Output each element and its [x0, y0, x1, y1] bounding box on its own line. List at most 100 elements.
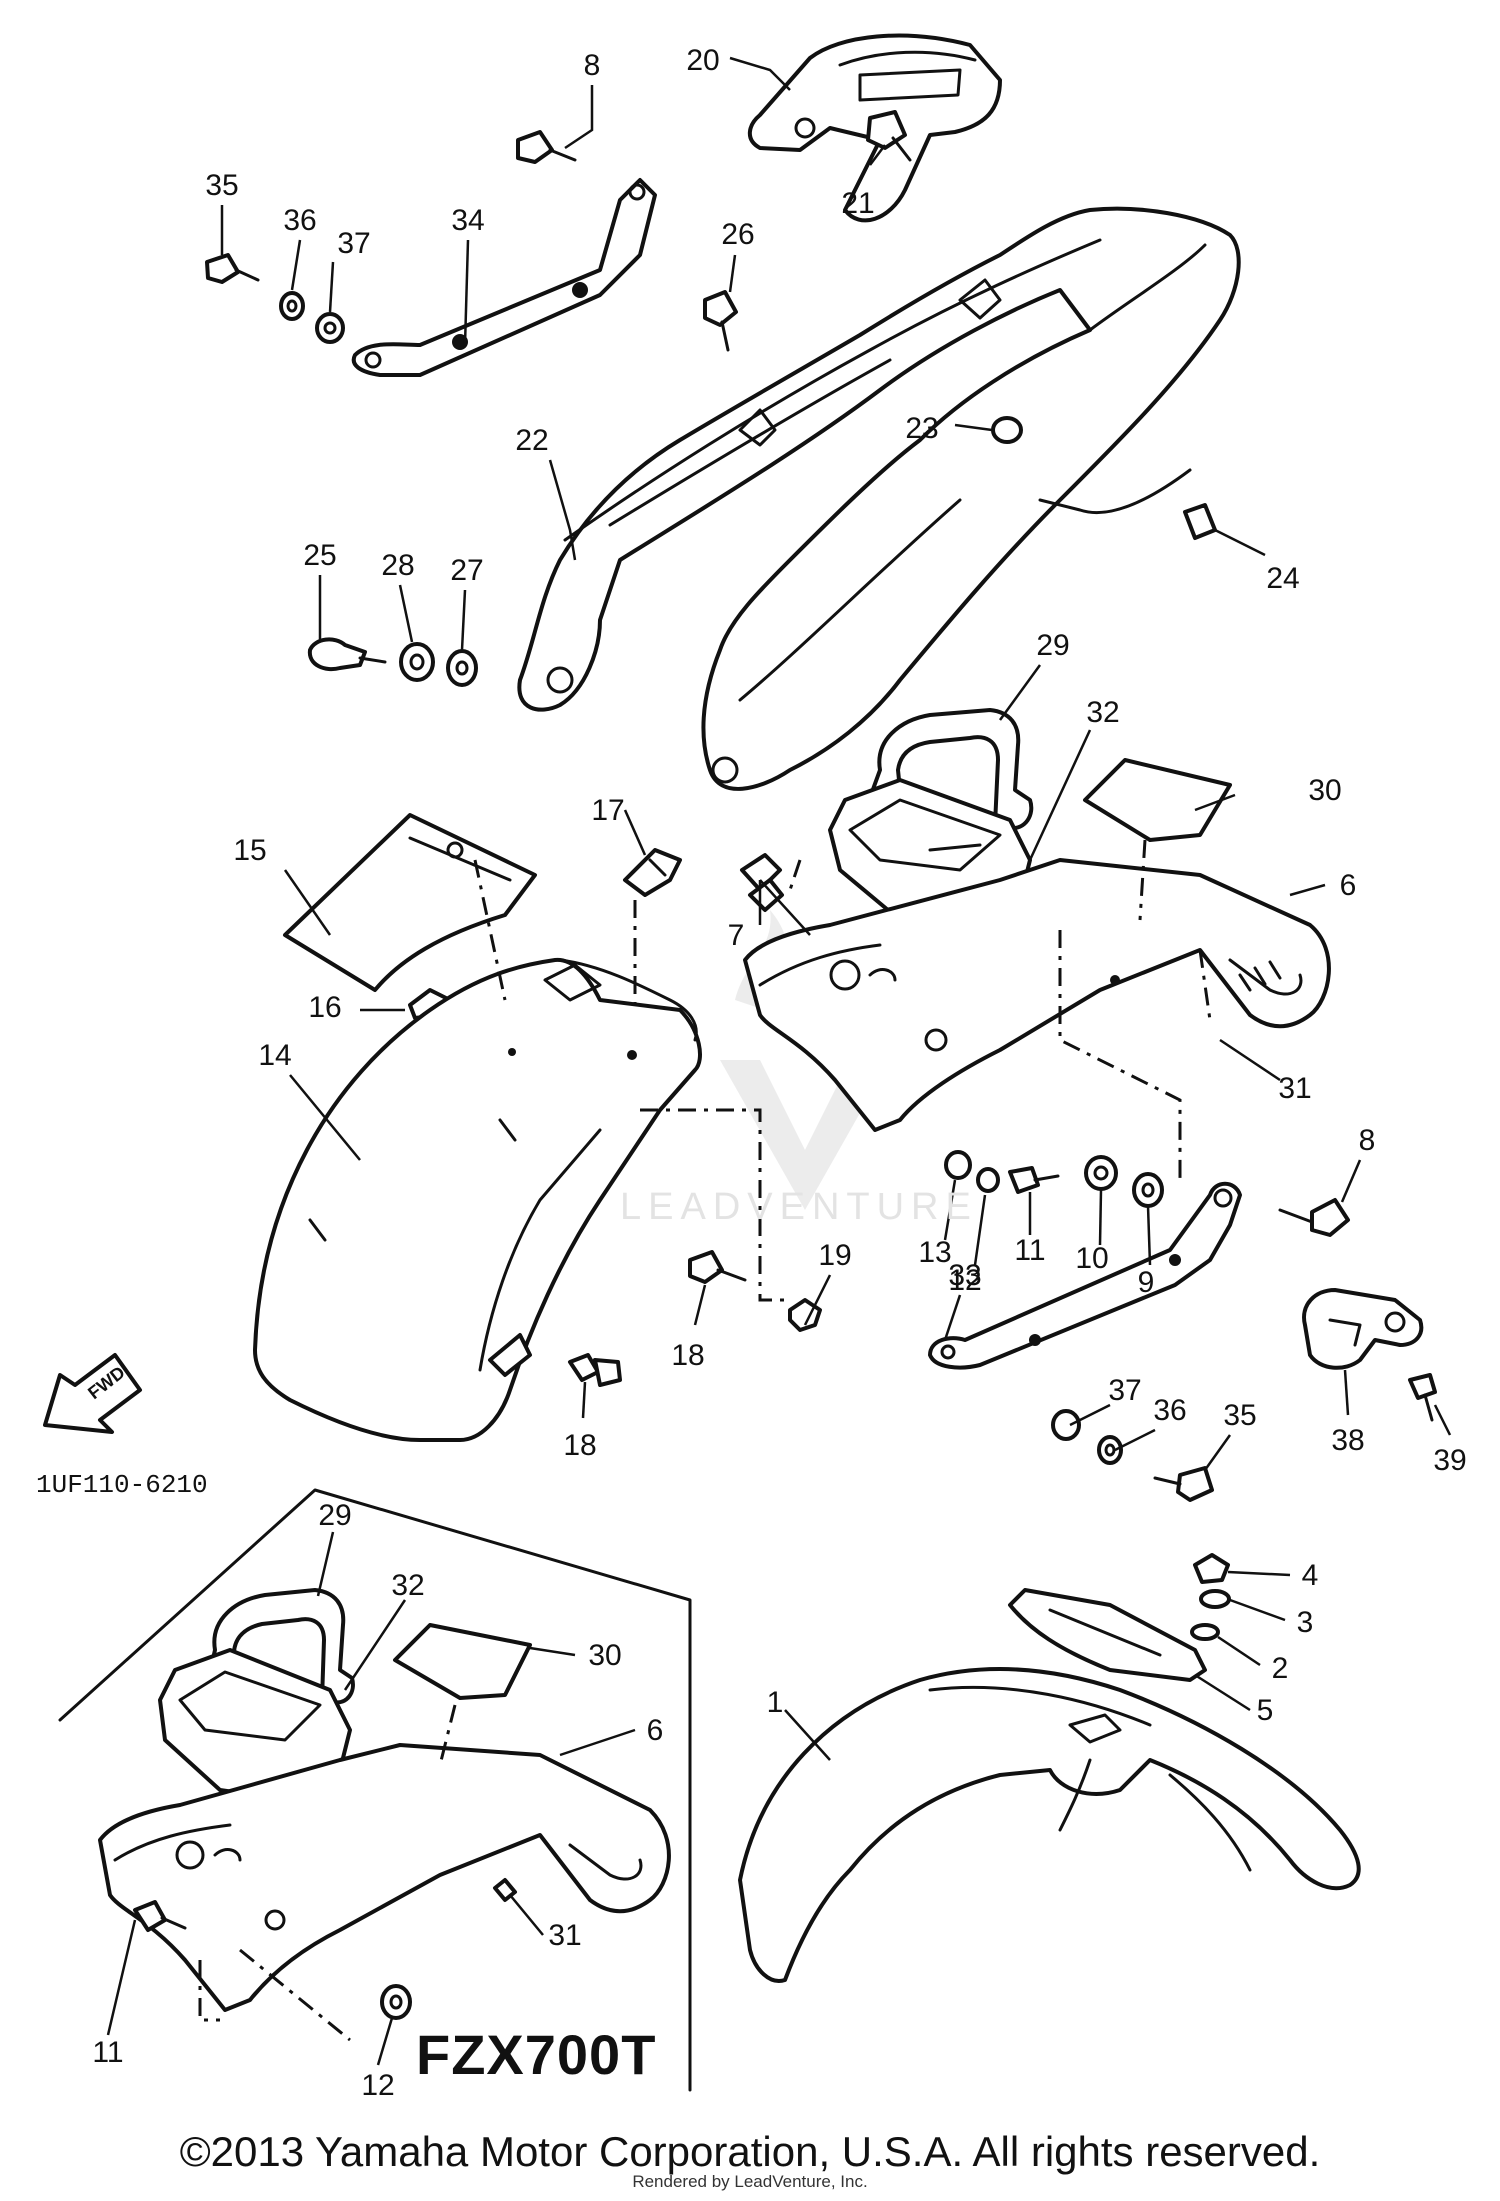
copyright-notice: ©2013 Yamaha Motor Corporation, U.S.A. A…: [179, 2128, 1321, 2175]
connection-line: [239, 1948, 351, 2042]
tail-light-32-inset-part: [158, 1648, 352, 1802]
plate-30-part: [1083, 758, 1232, 842]
rear-fender-6-part: [743, 858, 1331, 1132]
callout-27: 27: [450, 554, 483, 587]
bracket-38-part: [1302, 1288, 1424, 1370]
rendered-by-notice: Rendered by LeadVenture, Inc.: [632, 2172, 868, 2191]
bolt-8-mid-part: [1278, 1198, 1350, 1237]
callout-34: 34: [451, 204, 484, 237]
callout-13: 13: [918, 1236, 951, 1269]
connection-line: [1058, 930, 1182, 1180]
bolt-26-part: [703, 290, 738, 352]
washer-12-part: [976, 1167, 1000, 1193]
washer-36-top-part: [279, 291, 305, 321]
screw-11-part: [1008, 1166, 1060, 1194]
callout-25: 25: [303, 539, 336, 572]
nut-12-inset-part: [380, 1984, 412, 2020]
clip-17-part: [623, 848, 682, 897]
bolt-21-part: [866, 110, 912, 162]
nut-37-mid-part: [1051, 1409, 1081, 1441]
connection-line: [1198, 949, 1212, 1021]
front-fender-1-part: [738, 1667, 1361, 1983]
nut-13-part: [944, 1150, 972, 1180]
callout-29-inset: 29: [318, 1499, 351, 1532]
bolt-8-top-part: [516, 130, 577, 164]
screw-11-inset-part: [133, 1900, 187, 1932]
bracket-34-part: [351, 178, 657, 377]
callout-21: 21: [841, 187, 874, 220]
callout-10: 10: [1075, 1242, 1108, 1275]
connection-line: [788, 859, 802, 891]
callout-6: 6: [1340, 869, 1357, 902]
grommet-27-part: [446, 649, 478, 687]
rear-fender-6-inset-part: [98, 1743, 671, 2012]
callout-4: 4: [1302, 1559, 1319, 1592]
connection-line: [473, 859, 507, 1001]
connection-line: [1138, 839, 1147, 921]
callout-31: 31: [1278, 1072, 1311, 1105]
callout-11: 11: [1014, 1234, 1045, 1267]
bolt-35-mid-part: [1153, 1466, 1214, 1502]
callout-9: 9: [1138, 1266, 1155, 1299]
callout-37-mid: 37: [1108, 1374, 1141, 1407]
callout-24: 24: [1266, 562, 1299, 595]
callout-37-top: 37: [337, 227, 370, 260]
bolt-25-part: [307, 637, 387, 671]
grommet-9-part: [1132, 1172, 1164, 1208]
forward-arrow-icon: FWD: [43, 1353, 142, 1434]
callout-30-inset: 30: [588, 1639, 621, 1672]
callout-31-inset: 31: [548, 1919, 581, 1952]
callout-32-inset: 32: [391, 1569, 424, 1602]
seat-cowl-part: [517, 206, 1241, 791]
grommet-23-part: [991, 416, 1023, 444]
mud-flap-15-part: [283, 813, 537, 992]
callout-33: 33: [948, 1259, 981, 1292]
callout-23: 23: [905, 412, 938, 445]
bolt-18-upper-part: [688, 1250, 747, 1284]
callout-30: 30: [1308, 774, 1341, 807]
washer-36-mid-part: [1097, 1435, 1123, 1465]
watermark-text: LEADVENTURE: [620, 1186, 978, 1228]
damper-24-part: [1183, 503, 1217, 540]
nut-37-top-part: [315, 312, 345, 344]
callout-16: 16: [308, 991, 341, 1024]
callout-numbers: 20 8 21 35 36 37 34 2 6 23 22 24 25 28 27…: [92, 44, 1466, 2102]
plate-5-part: [1008, 1588, 1207, 1682]
callout-8-mid: 8: [1359, 1124, 1376, 1157]
callout-14: 14: [258, 1039, 291, 1072]
callout-17: 17: [591, 794, 624, 827]
callout-12: 12: [948, 1264, 981, 1297]
callout-28: 28: [381, 549, 414, 582]
collar-28-part: [399, 642, 435, 682]
callout-15: 15: [233, 834, 266, 867]
bracket-33-part: [928, 1181, 1242, 1370]
collar-10-part: [1084, 1155, 1118, 1191]
washer-2-part: [1190, 1623, 1220, 1641]
callout-2: 2: [1272, 1652, 1289, 1685]
callout-39: 39: [1433, 1444, 1466, 1477]
callout-36-mid: 36: [1153, 1394, 1186, 1427]
callout-8-top: 8: [584, 49, 601, 82]
callout-18-upper: 18: [671, 1339, 704, 1372]
connection-line: [438, 1704, 457, 1766]
inset-frame: [58, 1488, 692, 2092]
callout-35-mid: 35: [1223, 1399, 1256, 1432]
callout-29: 29: [1036, 629, 1069, 662]
callout-18-lower: 18: [563, 1429, 596, 1462]
callout-7: 7: [728, 919, 745, 952]
callout-5: 5: [1257, 1694, 1274, 1727]
washer-3-part: [1199, 1589, 1231, 1609]
nut-4-part: [1193, 1553, 1230, 1584]
callout-22: 22: [515, 424, 548, 457]
callout-32: 32: [1086, 696, 1119, 729]
callout-35-top: 35: [205, 169, 238, 202]
leader-lines: [106, 56, 1452, 2066]
screw-39-part: [1408, 1373, 1437, 1422]
callout-12-inset: 12: [361, 2069, 394, 2102]
rear-fender-14-part: [253, 957, 702, 1442]
callout-11-inset: 11: [92, 2036, 123, 2069]
callout-19: 19: [818, 1239, 851, 1272]
callout-20: 20: [686, 44, 719, 77]
bolt-18-lower-part: [568, 1353, 622, 1387]
